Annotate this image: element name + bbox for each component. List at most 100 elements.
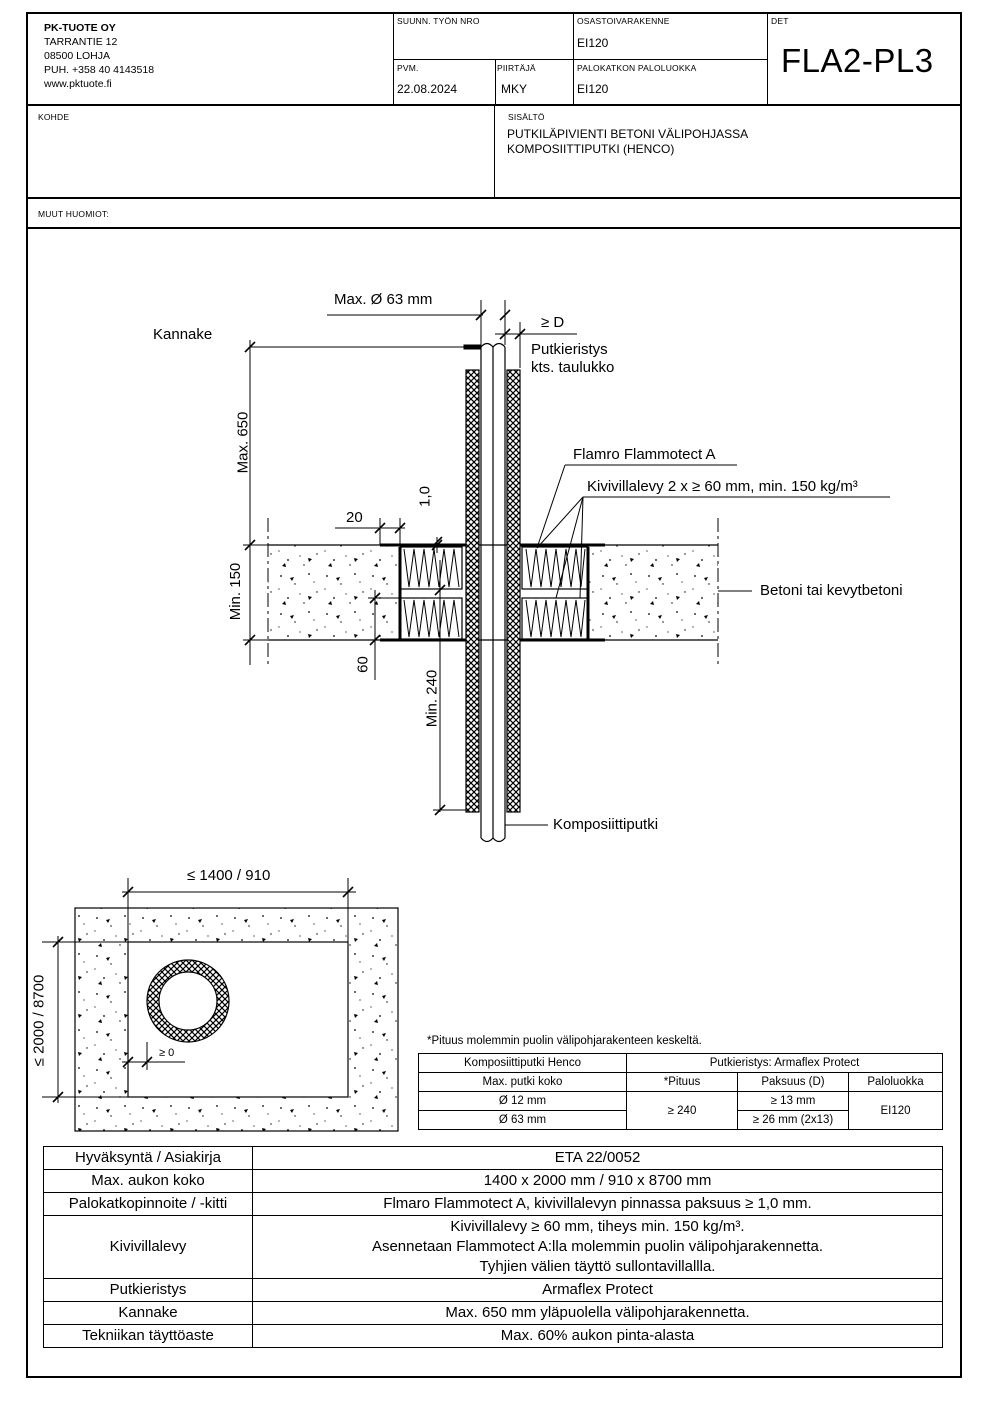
label-60: 60 (354, 656, 372, 673)
spec-r1-thick: ≥ 13 mm (737, 1091, 849, 1111)
label-min-150: Min. 150 (227, 562, 244, 621)
divider (393, 12, 394, 105)
dim-60 (368, 590, 400, 680)
table-row: Tekniikan täyttöaste Max. 60% aukon pint… (43, 1324, 943, 1348)
dim-max-650 (243, 340, 400, 665)
divider (494, 105, 495, 198)
suunn-label: SUUNN. TYÖN NRO (397, 16, 480, 26)
spec-c3: Paksuus (D) (737, 1072, 849, 1092)
label-putkieristys-1: Putkieristys (531, 341, 608, 358)
piirtaja-label: PIIRTÄJÄ (497, 63, 536, 73)
row-label: Kannake (43, 1301, 253, 1325)
row-value: Max. 650 mm yläpuolella välipohjarakenne… (252, 1301, 943, 1325)
row-value-line: Kivivillalevy ≥ 60 mm, tiheys min. 150 k… (450, 1218, 745, 1235)
row-value: 1400 x 2000 mm / 910 x 8700 mm (252, 1169, 943, 1193)
dim-insulation-thickness (495, 322, 577, 368)
spec-class: EI120 (848, 1091, 943, 1130)
huomiot-bottom-border (26, 227, 962, 229)
row-value-line: Asennetaan Flammotect A:lla molemmin puo… (371, 1238, 824, 1255)
label-20: 20 (346, 509, 363, 526)
pipe-insulation (465, 369, 521, 813)
label-plan-gap: ≥ 0 (159, 1047, 175, 1059)
row-label: Kivivillalevy (43, 1215, 253, 1279)
table-row: Ø 63 mm ≥ 26 mm (2x13) (418, 1110, 943, 1130)
pvm-label: PVM. (397, 63, 419, 73)
row-label: Tekniikan täyttöaste (43, 1324, 253, 1348)
table-row: Komposiittiputki Henco Putkieristys: Arm… (418, 1053, 943, 1073)
kohde-label: KOHDE (38, 112, 70, 122)
table-row: Kivivillalevy Kivivillalevy ≥ 60 mm, tih… (43, 1215, 943, 1279)
sisalto-line-1: PUTKILÄPIVIENTI BETONI VÄLIPOHJASSA (507, 127, 749, 141)
label-plan-height: ≤ 2000 / 8700 (30, 974, 48, 1067)
pvm-value: 22.08.2024 (397, 82, 458, 96)
piirtaja-value: MKY (501, 82, 528, 96)
dim-20 (335, 518, 406, 545)
label-min-240: Min. 240 (423, 669, 441, 728)
spec-h1: Komposiittiputki Henco (418, 1053, 627, 1073)
spec-r2-thick: ≥ 26 mm (2x13) (737, 1110, 849, 1130)
company-street: TARRANTIE 12 (44, 36, 118, 48)
company-postal: 08500 LOHJA (44, 50, 110, 62)
table-row: Max. putki koko *Pituus Paksuus (D) Palo… (418, 1072, 943, 1092)
det-value: FLA2-PL3 (781, 42, 934, 79)
huomiot-label: MUUT HUOMIOT: (38, 209, 109, 219)
label-plan-width: ≤ 1400 / 910 (187, 867, 271, 884)
label-kivivilla: Kivivillalevy 2 x ≥ 60 mm, min. 150 kg/m… (587, 478, 858, 495)
concrete-slab (267, 518, 719, 665)
row-value-line: Tyhjien välien täyttö sullontavillallla. (479, 1258, 716, 1275)
dim-1-0 (431, 536, 443, 553)
spec-length: ≥ 240 (626, 1091, 738, 1130)
spec-c2: *Pituus (626, 1072, 738, 1092)
label-putkieristys: Putkieristys kts. taulukko (531, 341, 614, 377)
row-label: Palokatkopinnoite / -kitti (43, 1192, 253, 1216)
table-row: Ø 12 mm ≥ 240 ≥ 13 mm EI120 (418, 1091, 943, 1130)
label-ge-d: ≥ D (541, 314, 565, 331)
drawing-frame (26, 12, 962, 1378)
sisalto-label: SISÄLTÖ (508, 112, 545, 122)
divider (393, 59, 767, 60)
osasto-value: EI120 (577, 36, 609, 50)
osasto-label: OSASTOIVARAKENNE (577, 16, 670, 26)
plan-view (74, 907, 399, 1132)
divider (573, 12, 574, 105)
label-putkieristys-2: kts. taulukko (531, 359, 615, 376)
label-1-0: 1,0 (416, 486, 434, 507)
spec-h2: Putkieristys: Armaflex Protect (626, 1053, 943, 1073)
label-max-650: Max. 650 (234, 411, 252, 474)
row-value: ETA 22/0052 (252, 1146, 943, 1170)
label-flamro: Flamro Flammotect A (573, 446, 716, 463)
table-row: Hyväksyntä / Asiakirja ETA 22/0052 (43, 1146, 943, 1170)
table-row: Putkieristys Armaflex Protect (43, 1278, 943, 1302)
table-row: Palokatkopinnoite / -kitti Flmaro Flammo… (43, 1192, 943, 1216)
spec-c4: Paloluokka (848, 1072, 943, 1092)
stone-wool-boards (398, 546, 590, 640)
kohde-bottom-border (26, 197, 962, 199)
row-label: Hyväksyntä / Asiakirja (43, 1146, 253, 1170)
row-value: Armaflex Protect (252, 1278, 943, 1302)
plan-dimensions (42, 878, 356, 1103)
leader-lines (505, 464, 890, 826)
row-label: Putkieristys (43, 1278, 253, 1302)
spec-r2-size: Ø 63 mm (418, 1110, 627, 1130)
spec-table: Komposiittiputki Henco Putkieristys: Arm… (418, 1053, 943, 1130)
spec-note: *Pituus molemmin puolin välipohjarakente… (427, 1035, 702, 1047)
dim-min-240 (433, 560, 466, 816)
hanger-line (250, 344, 482, 350)
sisalto-content: PUTKILÄPIVIENTI BETONI VÄLIPOHJASSA KOMP… (507, 127, 748, 157)
dim-max-diameter (327, 300, 511, 345)
company-name: PK-TUOTE OY (44, 22, 116, 34)
spec-c1: Max. putki koko (418, 1072, 627, 1092)
divider (767, 12, 768, 105)
label-kannake: Kannake (153, 326, 213, 343)
spec-r1-size: Ø 12 mm (418, 1091, 627, 1111)
divider (495, 59, 496, 105)
composite-pipe (480, 342, 506, 843)
det-label: DET (771, 16, 789, 26)
row-value-multiline: Kivivillalevy ≥ 60 mm, tiheys min. 150 k… (252, 1215, 943, 1279)
table-row: Kannake Max. 650 mm yläpuolella välipohj… (43, 1301, 943, 1325)
label-betoni: Betoni tai kevytbetoni (760, 582, 903, 599)
company-web: www.pktuote.fi (44, 78, 112, 90)
row-value: Flmaro Flammotect A, kivivillalevyn pinn… (252, 1192, 943, 1216)
palo-label: PALOKATKON PALOLUOKKA (577, 63, 697, 73)
